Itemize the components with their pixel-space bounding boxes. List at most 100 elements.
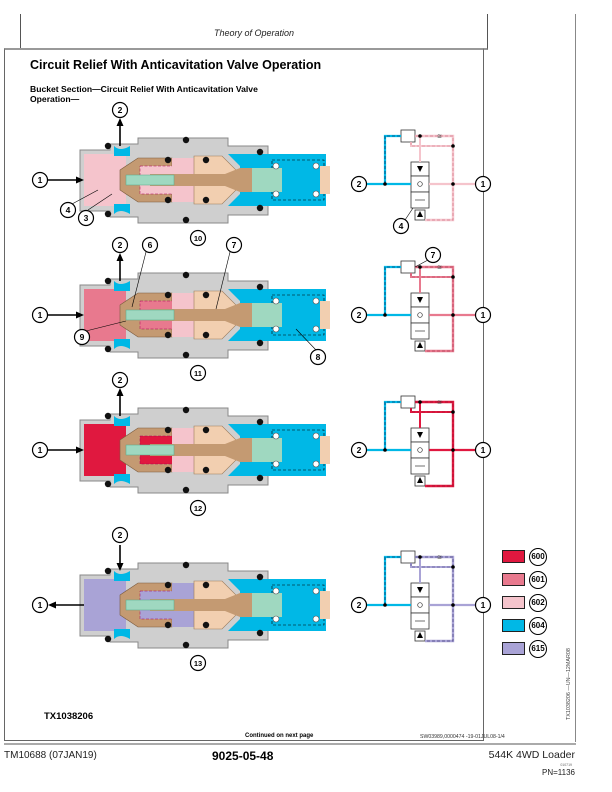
- o-ring: [202, 196, 210, 204]
- page-number: 9025-05-48: [212, 749, 274, 763]
- spring-ball: [312, 325, 320, 333]
- leader: [131, 251, 147, 308]
- callout-circle: [474, 306, 492, 324]
- callout: 8: [309, 348, 327, 366]
- callout-label: 4: [399, 221, 404, 231]
- junction-dot: [383, 313, 387, 317]
- callout-circle: [31, 171, 49, 189]
- callout: 2: [111, 101, 129, 119]
- section-title: Theory of Operation: [213, 28, 295, 38]
- pilot-line-blue: [383, 400, 401, 450]
- junction-dot: [451, 565, 455, 569]
- check-symbol: [417, 602, 423, 608]
- callout-label: 1: [38, 445, 43, 455]
- arrow-head: [76, 311, 84, 319]
- o-ring: [182, 561, 190, 569]
- junction-dot: [383, 448, 387, 452]
- inlet-chamber: [84, 289, 126, 341]
- legend-item: 604: [502, 614, 562, 637]
- junction-dot: [418, 555, 422, 559]
- pilot-line-blue: [383, 134, 401, 184]
- callout-label: 2: [357, 179, 362, 189]
- arrow-head: [116, 253, 124, 261]
- callout-label: 13: [194, 659, 202, 668]
- o-ring: [104, 635, 112, 643]
- relief-valve: [400, 260, 416, 274]
- callout-circle: [31, 306, 49, 324]
- callout: 2: [350, 175, 368, 193]
- callout: 11: [189, 364, 207, 382]
- o-ring: [182, 351, 190, 359]
- callout-circle: [189, 364, 207, 382]
- callout-circle: [189, 654, 207, 672]
- spring-seat: [320, 591, 330, 619]
- drain-line: [410, 273, 453, 278]
- o-ring: [202, 426, 210, 434]
- pilot-arrow: [417, 342, 423, 348]
- o-ring: [104, 412, 112, 420]
- spring-ball: [272, 587, 280, 595]
- page-title: Circuit Relief With Anticavitation Valve…: [30, 58, 322, 72]
- o-ring: [182, 271, 190, 279]
- spring-seat: [320, 166, 330, 194]
- o-ring: [202, 581, 210, 589]
- guide: [252, 593, 282, 617]
- spring-ball: [272, 297, 280, 305]
- check-symbol: [417, 447, 423, 453]
- orifice-symbol: ≅: [437, 265, 442, 271]
- o-ring: [256, 339, 264, 347]
- leader: [85, 320, 127, 332]
- inlet-chamber: [84, 579, 126, 631]
- callout-circle: [111, 101, 129, 119]
- orifice-symbol: ≅: [437, 555, 442, 561]
- o-ring: [164, 156, 172, 164]
- arrow-head: [48, 601, 56, 609]
- pilot-arrow: [417, 477, 423, 483]
- callout-label: 2: [357, 600, 362, 610]
- o-ring: [164, 331, 172, 339]
- callout-circle: [309, 348, 327, 366]
- callout-circle: [111, 236, 129, 254]
- pilot-pin: [125, 174, 175, 186]
- relief-valve: [400, 550, 416, 564]
- o-ring: [164, 426, 172, 434]
- arrow-head: [76, 176, 84, 184]
- leader: [71, 189, 99, 205]
- callout: 1: [474, 441, 492, 459]
- o-ring: [202, 621, 210, 629]
- o-ring: [104, 345, 112, 353]
- outlet-port-top: [114, 281, 130, 291]
- o-ring: [202, 291, 210, 299]
- o-ring: [164, 621, 172, 629]
- o-ring: [256, 204, 264, 212]
- o-ring: [182, 486, 190, 494]
- manual-number: TM10688 (07JAN19): [4, 750, 97, 761]
- callout: 2: [350, 441, 368, 459]
- o-ring: [182, 136, 190, 144]
- relief-valve: [400, 129, 416, 143]
- callout-circle: [225, 236, 243, 254]
- callout-circle: [73, 328, 91, 346]
- drain-line: [410, 408, 453, 413]
- leader: [295, 328, 317, 351]
- callout-label: 1: [38, 310, 43, 320]
- callout-label: 4: [66, 205, 71, 215]
- pilot-arrow: [417, 166, 423, 172]
- junction-dot: [451, 275, 455, 279]
- junction-dot: [451, 182, 455, 186]
- callout-label: 1: [38, 600, 43, 610]
- legend-swatch: [502, 573, 525, 586]
- stem-head: [225, 593, 258, 617]
- leader: [87, 193, 113, 211]
- content-frame: [4, 48, 484, 741]
- callout-label: 2: [118, 375, 123, 385]
- leader: [404, 207, 414, 221]
- spring-ball: [272, 162, 280, 170]
- legend-code: 602: [529, 593, 547, 612]
- legend-code: 601: [529, 570, 547, 589]
